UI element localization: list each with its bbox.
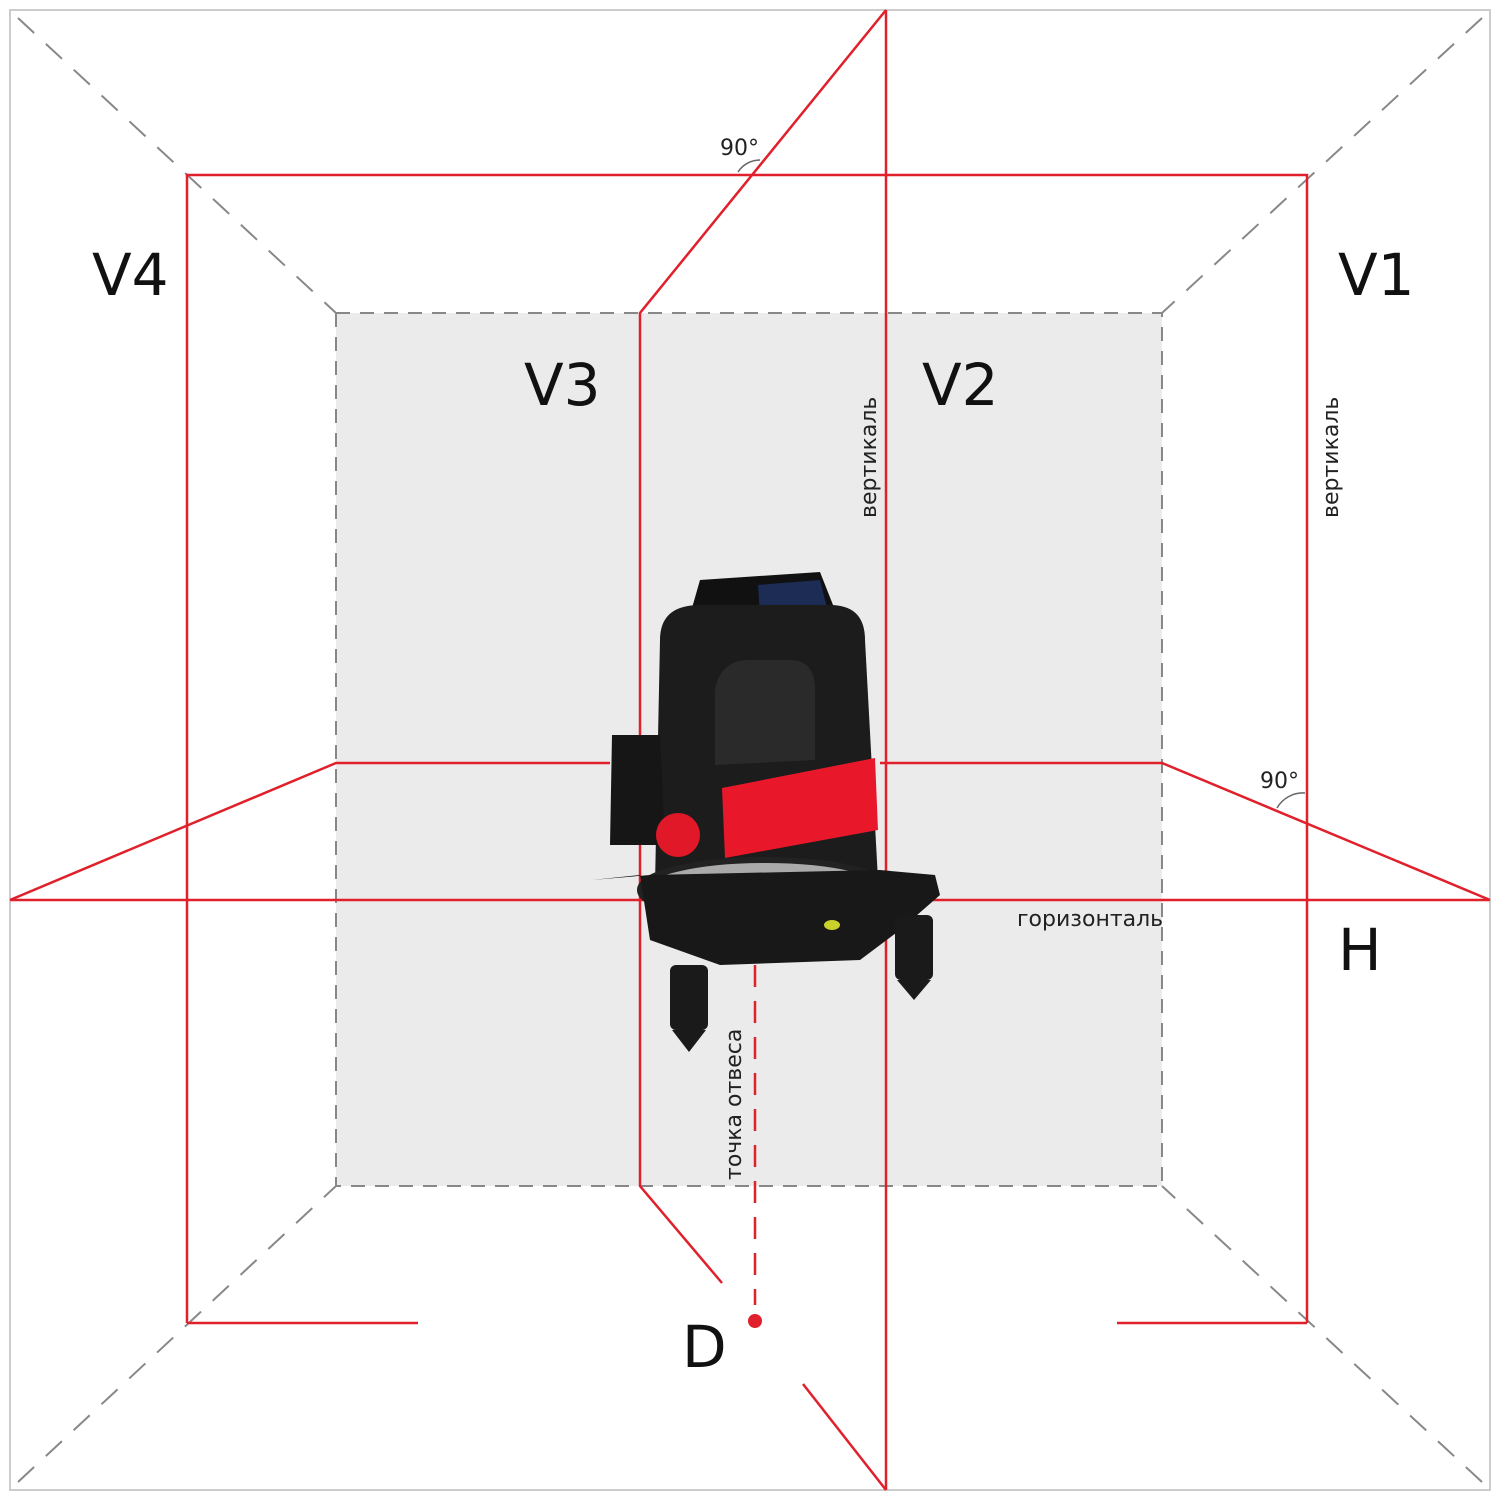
perspective-lines [17,17,1483,1483]
label-plumb-point: точка отвеса [722,1029,747,1180]
label-vertical-v1: вертикаль [1319,397,1344,518]
angle-arc-right [1276,792,1306,809]
label-d: D [682,1313,727,1381]
label-v3: V3 [524,351,601,419]
label-vertical-v2: вертикаль [857,397,882,518]
label-h: H [1338,916,1382,984]
angle-arc-top [737,159,761,173]
laser-level-device [592,572,940,1052]
label-v1: V1 [1338,241,1415,309]
laser-v1-v4-frame [185,173,1309,1323]
label-horizontal: горизонталь [1017,907,1163,932]
label-v4: V4 [92,241,169,309]
label-angle-top: 90° [720,136,759,161]
label-v2: V2 [922,351,999,419]
label-angle-right: 90° [1260,769,1299,794]
plumb-dot [748,1314,762,1328]
